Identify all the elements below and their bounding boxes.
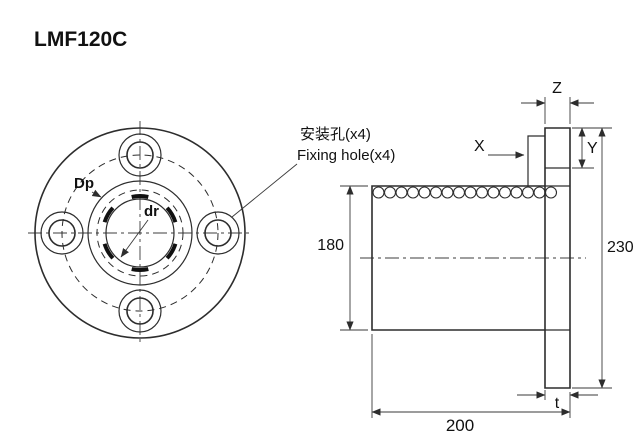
dp-leader-arrow [91,189,102,198]
dimension-annotations: 180 230 200 Z Y [317,80,634,435]
ball [441,186,454,199]
ball [406,186,420,199]
flange-outer-circle [34,127,246,339]
dim-flange-od: 230 [572,127,634,389]
ball [498,186,512,199]
fixing-hole-bottom [118,289,162,333]
dim-y-value: Y [587,140,598,157]
side-view [360,127,586,389]
bore-outer-circle [87,180,193,286]
callout-leader-line [231,163,298,218]
ball [464,186,477,199]
ball [487,186,500,199]
fixing-hole-callout: 安装孔(x4) Fixing hole(x4) [231,126,395,218]
bore-inner-circle [105,198,175,268]
ball-groove-arcs [102,194,178,273]
ball [521,186,535,199]
fixing-hole-right [196,211,240,255]
dim-z: Z [521,80,594,124]
fixing-hole-top [118,133,162,177]
ball [510,186,523,199]
ball [533,186,546,199]
dim-t-value: t [555,395,560,412]
front-view: Dp dr [28,121,252,345]
dim-y: Y [572,127,598,169]
bolt-pitch-circle [61,154,219,312]
bolt-circle-diameter-label: Dp [74,175,94,192]
dim-length: 200 [371,334,571,435]
flange-plate-outline [544,127,571,389]
part-number-title: LMF120C [34,28,127,51]
fixing-hole-left [40,211,84,255]
fixing-hole-label-cn: 安装孔(x4) [300,126,371,143]
dr-leader-arrow [120,219,149,258]
ball [544,186,558,199]
ball [418,186,431,199]
ball [383,186,397,199]
cylinder-body-outline [371,185,545,331]
dim-z-value: Z [552,80,562,97]
ball-row [372,186,558,199]
ball [475,186,489,199]
ball [429,186,443,199]
dim-x: X [474,138,525,159]
bore-diameter-label: dr [144,203,159,220]
dim-flange-od-value: 230 [607,239,634,256]
dim-body-od: 180 [317,185,368,331]
dim-length-value: 200 [446,416,474,435]
dim-t: t [517,390,598,412]
ball [372,186,385,199]
ball-pitch-circle [96,189,184,277]
ball [395,186,408,199]
hub-step-outline [527,135,545,186]
fixing-hole-label-en: Fixing hole(x4) [297,147,395,164]
ball [452,186,466,199]
dim-body-od-value: 180 [317,237,344,254]
dim-x-value: X [474,138,485,155]
